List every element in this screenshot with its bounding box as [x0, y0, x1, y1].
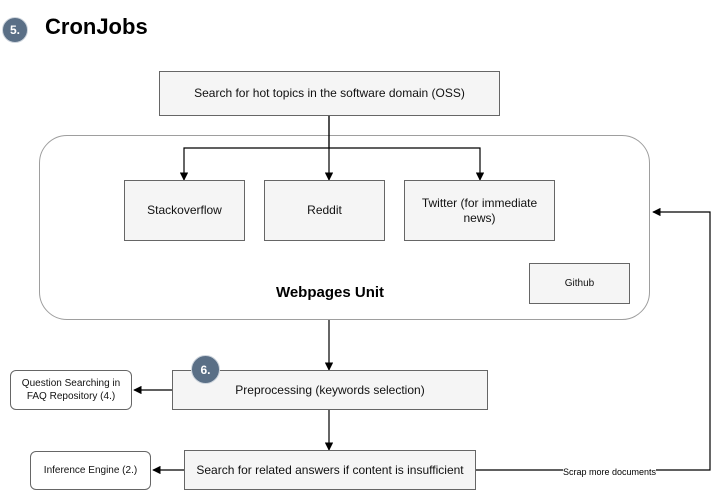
step-badge-6-label: 6.: [200, 362, 211, 377]
edge-label-scrap-more: Scrap more documents: [563, 467, 657, 478]
node-github-label: Github: [564, 278, 595, 289]
node-search-related: Search for related answers if content is…: [184, 450, 476, 490]
node-search-hot-topics: Search for hot topics in the software do…: [159, 71, 500, 116]
node-inference-engine-label: Inference Engine (2.): [43, 465, 138, 476]
node-reddit: Reddit: [264, 180, 385, 241]
node-stackoverflow: Stackoverflow: [124, 180, 245, 241]
step-badge-5-label: 5.: [9, 23, 20, 37]
node-preprocessing: Preprocessing (keywords selection): [172, 370, 488, 410]
node-question-searching: Question Searching in FAQ Repository (4.…: [10, 370, 132, 410]
node-twitter: Twitter (for immediate news): [404, 180, 555, 241]
node-preprocessing-label: Preprocessing (keywords selection): [235, 382, 425, 397]
node-github: Github: [529, 263, 630, 304]
node-twitter-label: Twitter (for immediate news): [421, 195, 538, 225]
step-badge-5: 5.: [2, 17, 28, 43]
webpages-unit-label: Webpages Unit: [275, 284, 385, 301]
edge-search-to-twitter: [329, 147, 485, 181]
edge-search-to-stackoverflow: [179, 116, 330, 181]
node-inference-engine: Inference Engine (2.): [30, 451, 151, 490]
node-question-searching-label: Question Searching in FAQ Repository (4.…: [21, 378, 121, 402]
node-reddit-label: Reddit: [307, 203, 342, 217]
node-stackoverflow-label: Stackoverflow: [147, 203, 222, 217]
node-search-related-label: Search for related answers if content is…: [196, 462, 464, 477]
diagram-title: CronJobs: [45, 14, 148, 39]
step-badge-6: 6.: [191, 355, 220, 384]
node-search-hot-topics-label: Search for hot topics in the software do…: [194, 86, 465, 100]
edge-scrap-more-documents: [476, 207, 711, 471]
